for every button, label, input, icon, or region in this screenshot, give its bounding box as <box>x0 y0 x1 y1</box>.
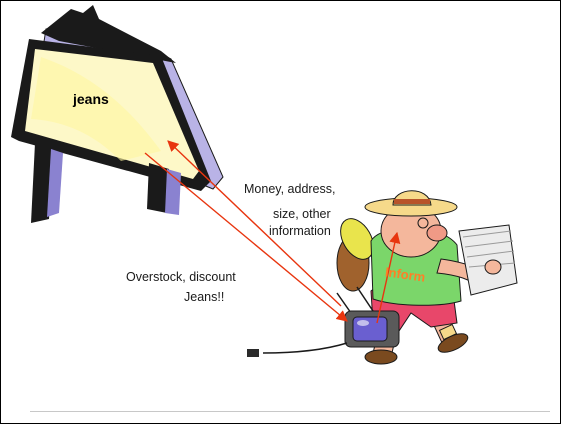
billboard-leg-left-shade <box>47 149 63 217</box>
caption-right-line-3: information <box>269 224 331 238</box>
billboard-leg-left <box>31 143 53 223</box>
caption-right-line-1: Money, address, <box>244 182 336 196</box>
caption-left-line-1: Overstock, discount <box>126 270 236 284</box>
caption-left-line-2: Jeans!! <box>184 290 225 304</box>
hat-band <box>394 199 430 204</box>
tv-screen <box>352 316 388 342</box>
tv-antenna-left <box>336 292 352 314</box>
tv-device <box>247 286 400 357</box>
hand <box>484 259 502 275</box>
newspaper-fold <box>462 230 516 268</box>
tv-power-cord <box>262 342 348 354</box>
nose <box>426 224 448 242</box>
newspaper <box>458 224 518 296</box>
tv-glare <box>357 320 369 326</box>
tv-plug <box>247 349 259 357</box>
billboard-top-ridge <box>41 5 176 63</box>
billboard-label: jeans <box>73 91 109 107</box>
billboard-graphic <box>11 5 224 223</box>
billboard-glare <box>31 57 161 161</box>
glasses-lens <box>417 217 429 229</box>
arrow-to-tv <box>144 152 348 322</box>
arrow-to-billboard <box>167 140 342 307</box>
footer-divider <box>30 411 550 412</box>
bedroll <box>340 218 374 260</box>
billboard-leg-right <box>147 163 169 213</box>
arrow-to-person <box>376 231 401 324</box>
caption-right-line-2: size, other <box>273 207 331 221</box>
shoe-left <box>364 349 398 365</box>
sock-right <box>438 323 458 341</box>
tv-antenna-right <box>356 286 374 312</box>
